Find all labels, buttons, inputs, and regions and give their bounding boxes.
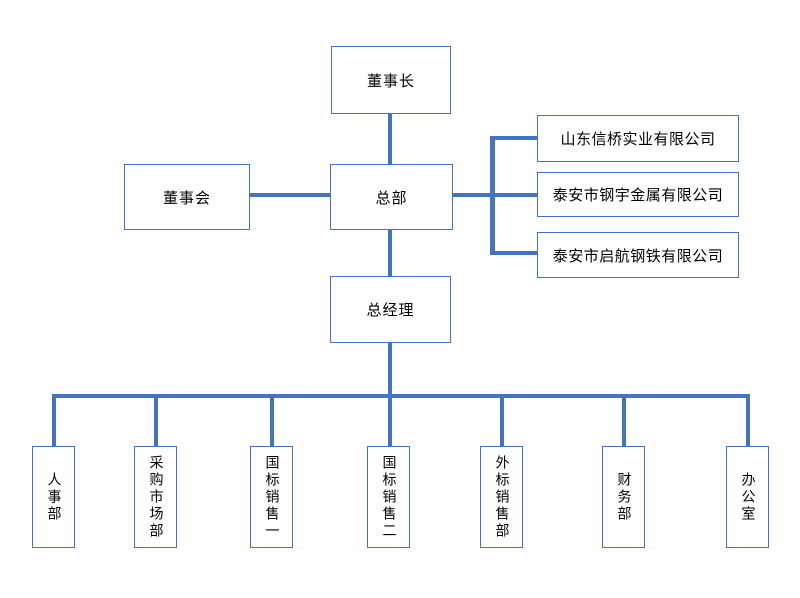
- node-dept-hr: 人事部: [32, 446, 75, 548]
- connector-drop-dept-3: [270, 394, 274, 446]
- connector-hq-to-gm: [388, 229, 392, 277]
- connector-drop-dept-2: [154, 394, 158, 446]
- node-subsidiary-taian-qihang: 泰安市启航钢铁有限公司: [537, 232, 739, 278]
- node-subsidiary-shandong-xinqiao: 山东信桥实业有限公司: [537, 115, 739, 162]
- node-dept-foreign-sales: 外标销售部: [480, 446, 523, 548]
- node-dept-national-sales-2: 国标销售二: [367, 446, 410, 548]
- connector-departments-bus: [52, 394, 750, 398]
- node-board-of-directors: 董事会: [124, 164, 250, 230]
- connector-drop-dept-6: [622, 394, 626, 446]
- connector-drop-dept-1: [52, 394, 56, 446]
- connector-drop-dept-5: [500, 394, 504, 446]
- node-dept-office: 办公室: [726, 446, 769, 548]
- connector-hq-to-subsidiary-2: [452, 193, 538, 197]
- node-chairman: 董事长: [331, 46, 451, 114]
- connector-board-to-hq: [249, 193, 331, 197]
- connector-stub-subsidiary-1: [490, 136, 538, 140]
- node-headquarters: 总部: [330, 164, 453, 230]
- connector-drop-dept-7: [746, 394, 750, 446]
- node-dept-procurement-market: 采购市场部: [134, 446, 177, 548]
- connector-subsidiaries-bracket: [490, 136, 495, 255]
- node-dept-national-sales-1: 国标销售一: [250, 446, 293, 548]
- connector-chairman-to-hq: [388, 113, 392, 165]
- node-subsidiary-taian-gangyu: 泰安市钢宇金属有限公司: [537, 172, 739, 217]
- node-dept-finance: 财务部: [602, 446, 645, 548]
- node-general-manager: 总经理: [330, 276, 451, 343]
- connector-stub-subsidiary-3: [490, 251, 538, 255]
